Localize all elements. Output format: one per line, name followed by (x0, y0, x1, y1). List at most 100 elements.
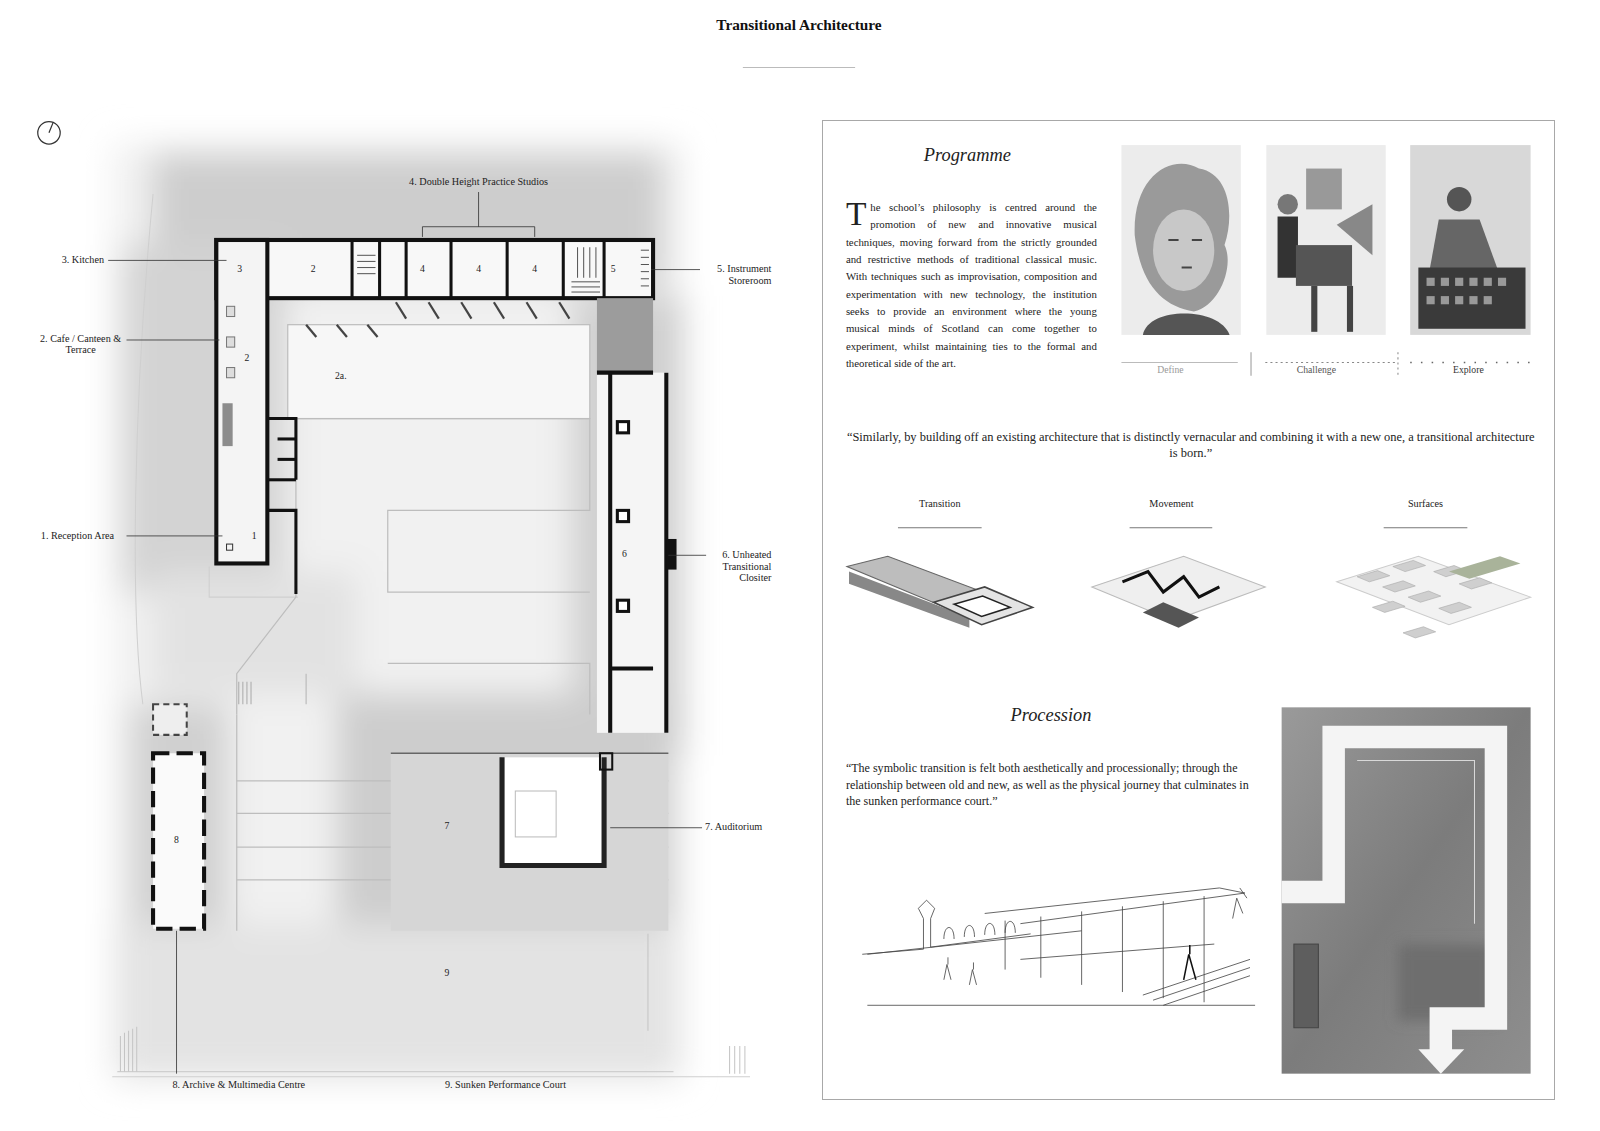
diagram-heading: Movement (1120, 498, 1222, 510)
archive-building (153, 704, 204, 928)
north-wing (357, 261, 375, 262)
room-label: 7. Auditorium (705, 821, 787, 833)
site-lines (209, 567, 298, 598)
scale-rules (1397, 352, 1398, 375)
sunken-court (136, 1027, 137, 1072)
portrait-inventor (1337, 204, 1373, 255)
portrait-producer (1469, 278, 1477, 286)
north-point (38, 122, 60, 144)
portrait-producer (1418, 268, 1525, 329)
west-wing (278, 437, 296, 440)
callout-number: 4 (522, 263, 546, 274)
leader-lines (176, 931, 177, 1074)
board-title: Transitional Architecture (646, 16, 952, 34)
east-wing (597, 371, 653, 375)
north-wing (357, 267, 375, 268)
auditorium (391, 752, 669, 754)
section-heading: Procession (980, 705, 1123, 726)
leader-lines (127, 535, 223, 536)
axo-transition (934, 587, 1033, 625)
procession-diagram (1418, 1049, 1464, 1073)
sunken-court (132, 1029, 133, 1072)
portrait-beethoven (1143, 313, 1230, 334)
plan-shading (112, 143, 683, 1082)
axo-movement (1122, 572, 1219, 598)
portrait-producer (1410, 145, 1530, 335)
procession-diagram (1357, 760, 1474, 923)
auditorium (502, 757, 604, 865)
courtyard (388, 663, 590, 714)
wall-hatching (367, 325, 377, 337)
callout-number: 3 (228, 263, 252, 274)
east-wing (666, 539, 676, 570)
room-label: 8. Archive & Multimedia Centre (172, 1079, 335, 1091)
sunken-court (729, 1046, 730, 1074)
axo-surfaces (1393, 560, 1426, 571)
leader-lines (668, 555, 706, 556)
portrait-inventor (1278, 194, 1298, 214)
axo-surfaces (1383, 581, 1416, 592)
north-wing (357, 273, 375, 274)
wall-hatching (461, 302, 471, 318)
wall-hatching (396, 302, 406, 318)
west-wing (267, 419, 296, 480)
portrait-inventor (1311, 286, 1317, 332)
room-label: 6. Unheated Transitional Clositer (708, 549, 771, 584)
portrait-producer (1410, 145, 1530, 335)
leader-lines (108, 260, 226, 261)
north-wing (571, 286, 600, 287)
west-wing (216, 240, 267, 563)
scale-rules (1121, 362, 1237, 363)
callout-number: 2 (301, 263, 325, 274)
scale-rules (1251, 352, 1252, 375)
north-wing (351, 240, 354, 298)
terrace-steps (246, 682, 247, 704)
north-wing (641, 278, 649, 279)
north-wing (357, 247, 649, 292)
north-wing (577, 247, 578, 278)
north-wing (641, 250, 649, 251)
room-label: 1. Reception Area (41, 530, 125, 542)
portrait-producer (1427, 278, 1435, 286)
auditorium (515, 791, 556, 837)
auditorium (600, 753, 612, 769)
courtyard (237, 813, 391, 814)
terrace-steps (242, 682, 243, 704)
north-wing (216, 240, 653, 298)
perspective-sketch (1184, 945, 1196, 980)
leader-lines (610, 827, 702, 828)
auditorium (391, 753, 669, 931)
title-rule (743, 67, 855, 68)
axo-surfaces (1337, 556, 1531, 624)
image-caption: Challenge (1276, 364, 1358, 375)
portrait-producer (1469, 296, 1477, 304)
courtyard (237, 879, 391, 880)
section-heading: Programme (906, 145, 1028, 166)
portrait-beethoven (1121, 145, 1240, 335)
north-wing (603, 240, 606, 298)
west-wing (227, 306, 235, 316)
east-wing (597, 373, 677, 733)
site-lines (117, 1071, 673, 1072)
wall-hatching (494, 302, 504, 318)
north-wing (641, 257, 649, 258)
west-wing (267, 419, 296, 595)
perspective-sketch (985, 888, 1245, 924)
west-wing (222, 403, 232, 446)
east-wing (597, 373, 666, 733)
programme-text: The school’s philosophy is centred aroun… (846, 199, 1097, 372)
portrait-producer (1447, 187, 1471, 211)
portrait-producer (1441, 296, 1449, 304)
portrait-producer (1427, 278, 1507, 305)
portrait-inventor (1347, 286, 1353, 332)
procession-diagram (1282, 707, 1531, 1073)
east-wing (610, 667, 653, 671)
north-point (38, 122, 60, 144)
axo-surfaces (1459, 578, 1492, 589)
plan-shading (153, 572, 357, 694)
north-wing (267, 240, 604, 298)
west-wing (227, 544, 233, 550)
callout-number: 4 (410, 263, 434, 274)
plan-shading (131, 704, 228, 939)
